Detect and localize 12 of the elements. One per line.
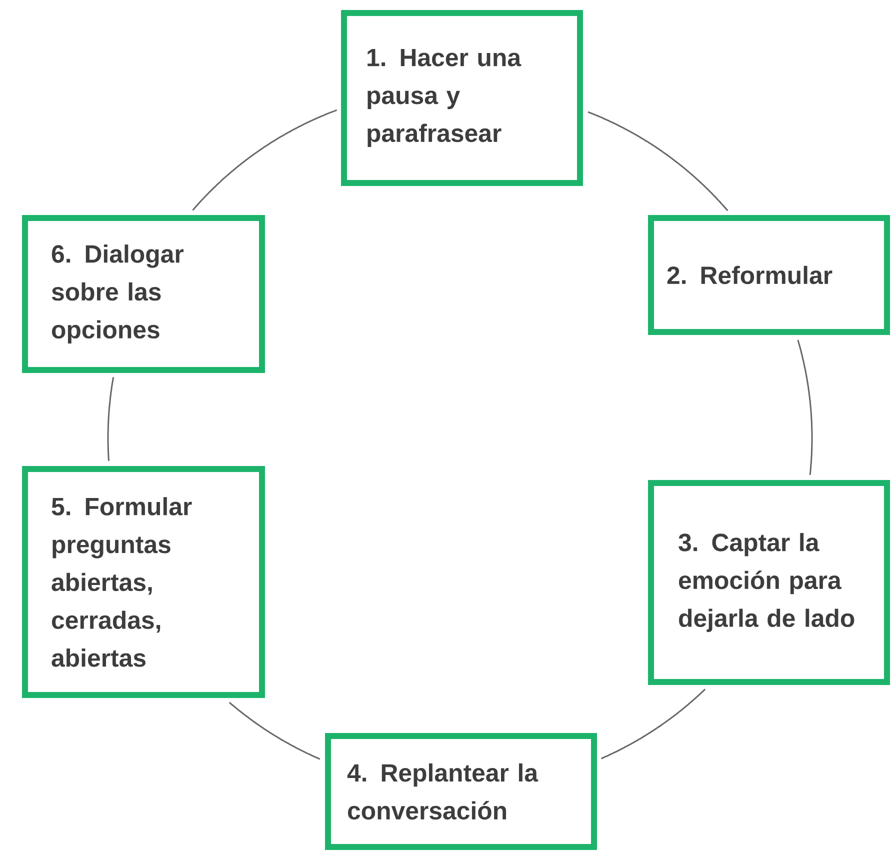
connector-arc [192,109,338,211]
step-box: 2. Reformular [648,214,890,335]
step-box: 4. Replantear la conversación [325,732,597,850]
connector-arc [797,340,813,475]
step-box: 3. Captar la emoción para dejarla de lado [648,480,890,685]
connector-arc [588,111,728,212]
connector-arc [107,377,114,462]
step-box: 6. Dialogar sobre las opciones [22,214,265,373]
step-box: 5. Formular preguntas abiertas, cerradas, abiertas [22,466,265,698]
connector-arc [228,702,320,760]
connector-arc [600,688,706,760]
step-box: 1. Hacer una pausa y parafrasear [341,10,583,186]
